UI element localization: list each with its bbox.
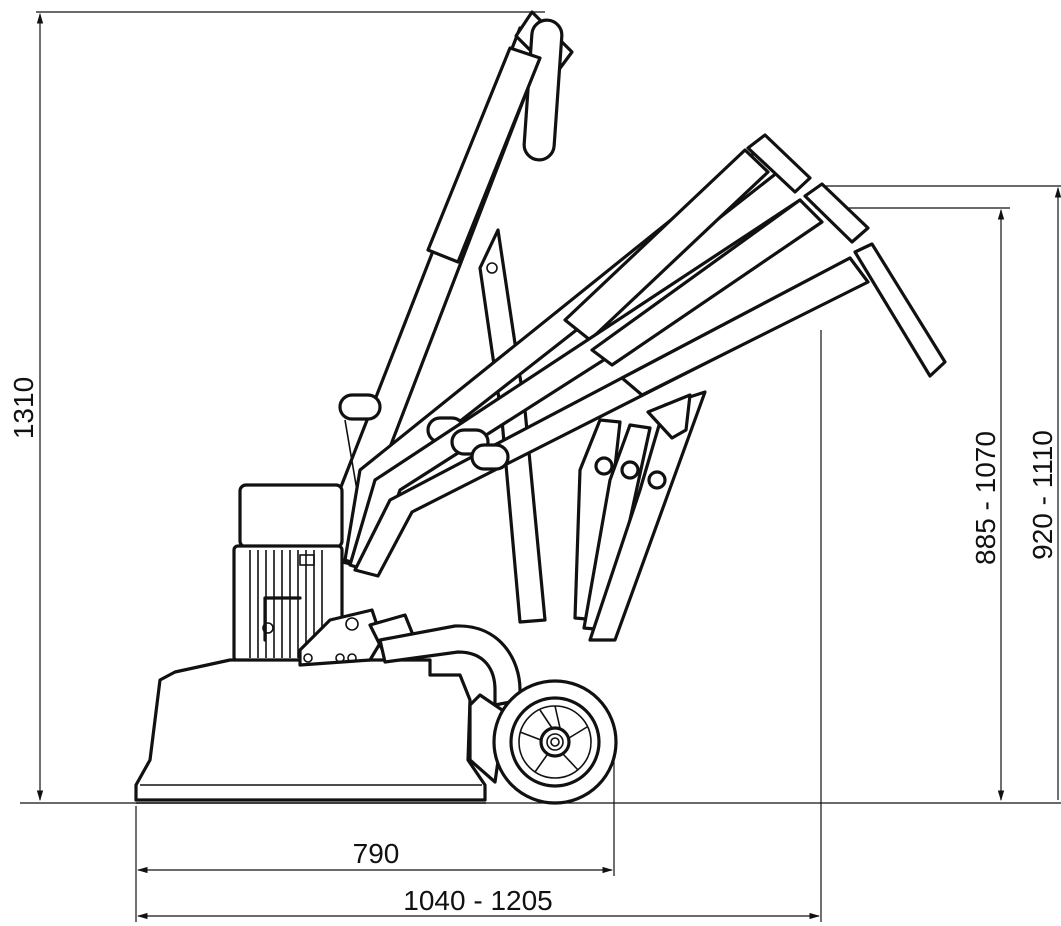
wheel — [492, 679, 618, 805]
motor — [232, 483, 344, 663]
handle-height-high-label: 920 - 1110 — [1027, 430, 1058, 560]
handle-height-low-label: 885 - 1070 — [970, 431, 1001, 565]
base-length-label: 790 — [353, 838, 400, 869]
handle-position-3 — [353, 242, 947, 642]
overall-length-label: 1040 - 1205 — [403, 885, 552, 916]
floor-grinder-drawing — [134, 10, 947, 805]
overall-height-label: 1310 — [8, 377, 39, 439]
grinding-head — [134, 608, 487, 804]
dimension-labels: 1310 790 1040 - 1205 885 - 1070 920 - 11… — [8, 377, 1058, 916]
